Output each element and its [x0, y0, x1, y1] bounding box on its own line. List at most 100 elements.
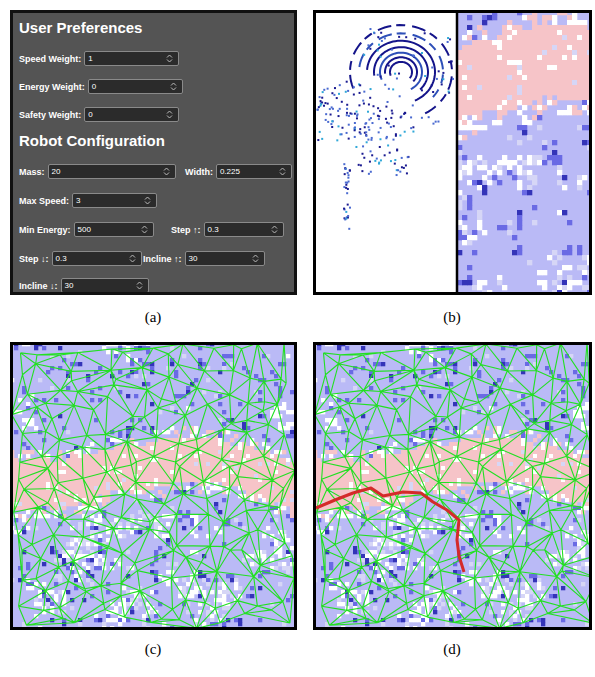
terrain-cell [66, 386, 70, 390]
terrain-cell [492, 175, 497, 180]
terrain-cell [497, 55, 502, 60]
scan-point [348, 228, 350, 230]
terrain-cell [150, 462, 154, 466]
terrain-cell [194, 426, 198, 430]
terrain-cell [194, 378, 198, 382]
terrain-cell [178, 454, 182, 458]
terrain-cell [582, 125, 587, 130]
terrain-cell [38, 482, 42, 486]
terrain-cell [497, 95, 502, 100]
terrain-cell [577, 180, 582, 185]
terrain-cell [532, 95, 537, 100]
terrain-cell [497, 115, 502, 120]
terrain-cell [134, 374, 138, 378]
terrain-cell [26, 466, 30, 470]
scan-point [438, 70, 440, 72]
terrain-cell [467, 15, 472, 20]
terrain-cell [507, 50, 512, 55]
terrain-cell [226, 442, 230, 446]
terrain-cell [547, 255, 552, 260]
terrain-cell [567, 50, 572, 55]
terrain-cell [512, 65, 517, 70]
terrain-cell [210, 462, 214, 466]
terrain-cell [158, 490, 162, 494]
terrain-cell [58, 466, 62, 470]
terrain-cell [502, 285, 507, 290]
terrain-cell [472, 90, 477, 95]
terrain-cell [577, 20, 582, 25]
terrain-cell [482, 105, 487, 110]
terrain-cell [122, 470, 126, 474]
terrain-cell [467, 120, 472, 125]
terrain-cell [482, 100, 487, 105]
terrain-cell [487, 50, 492, 55]
scan-point [407, 156, 409, 158]
terrain-cell [467, 65, 472, 70]
terrain-cell [106, 350, 110, 354]
terrain-cell [497, 170, 502, 175]
terrain-cell [34, 486, 38, 490]
terrain-cell [492, 45, 497, 50]
scan-point [344, 209, 346, 211]
terrain-cell [467, 30, 472, 35]
scan-point [378, 44, 380, 46]
scan-point [424, 75, 426, 77]
terrain-cell [190, 462, 194, 466]
terrain-cell [567, 40, 572, 45]
terrain-cell [106, 482, 110, 486]
terrain-cell [150, 478, 154, 482]
scan-point [331, 106, 333, 108]
terrain-cell [467, 280, 472, 285]
terrain-cell [26, 454, 30, 458]
terrain-cell [517, 85, 522, 90]
terrain-cell [266, 490, 270, 494]
terrain-cell [527, 60, 532, 65]
terrain-cell [467, 55, 472, 60]
terrain-cell [482, 85, 487, 90]
scan-point [325, 113, 327, 115]
terrain-cell [38, 486, 42, 490]
terrain-cell [537, 155, 542, 160]
terrain-cell [194, 478, 198, 482]
terrain-cell [507, 30, 512, 35]
terrain-cell [218, 438, 222, 442]
terrain-cell [126, 466, 130, 470]
terrain-cell [90, 398, 94, 402]
scan-point [412, 131, 414, 133]
scan-point [387, 101, 389, 103]
scan-point [370, 171, 372, 173]
terrain-cell [507, 70, 512, 75]
scan-point [432, 123, 434, 125]
terrain-cell [114, 486, 118, 490]
terrain-cell [290, 430, 294, 434]
terrain-cell [467, 235, 472, 240]
terrain-cell [74, 462, 78, 466]
terrain-cell [542, 45, 547, 50]
scan-point [365, 135, 367, 137]
terrain-cell [286, 410, 290, 414]
terrain-cell [527, 70, 532, 75]
terrain-cell [572, 80, 577, 85]
scan-point [346, 114, 348, 116]
terrain-cell [477, 55, 482, 60]
terrain-cell [472, 40, 477, 45]
terrain-cell [527, 185, 532, 190]
terrain-cell [42, 474, 46, 478]
terrain-cell [502, 25, 507, 30]
terrain-cell [258, 458, 262, 462]
terrain-cell [487, 100, 492, 105]
terrain-cell [462, 155, 467, 160]
terrain-cell [78, 454, 82, 458]
scan-point [349, 112, 351, 114]
terrain-cell [477, 110, 482, 115]
terrain-cell [532, 175, 537, 180]
terrain-cell [206, 490, 210, 494]
terrain-map [457, 10, 592, 295]
terrain-cell [190, 478, 194, 482]
terrain-cell [577, 280, 582, 285]
terrain-cell [190, 490, 194, 494]
terrain-cell [290, 486, 294, 490]
terrain-cell [22, 478, 26, 482]
scan-point [346, 192, 348, 194]
scan-point [394, 159, 396, 161]
